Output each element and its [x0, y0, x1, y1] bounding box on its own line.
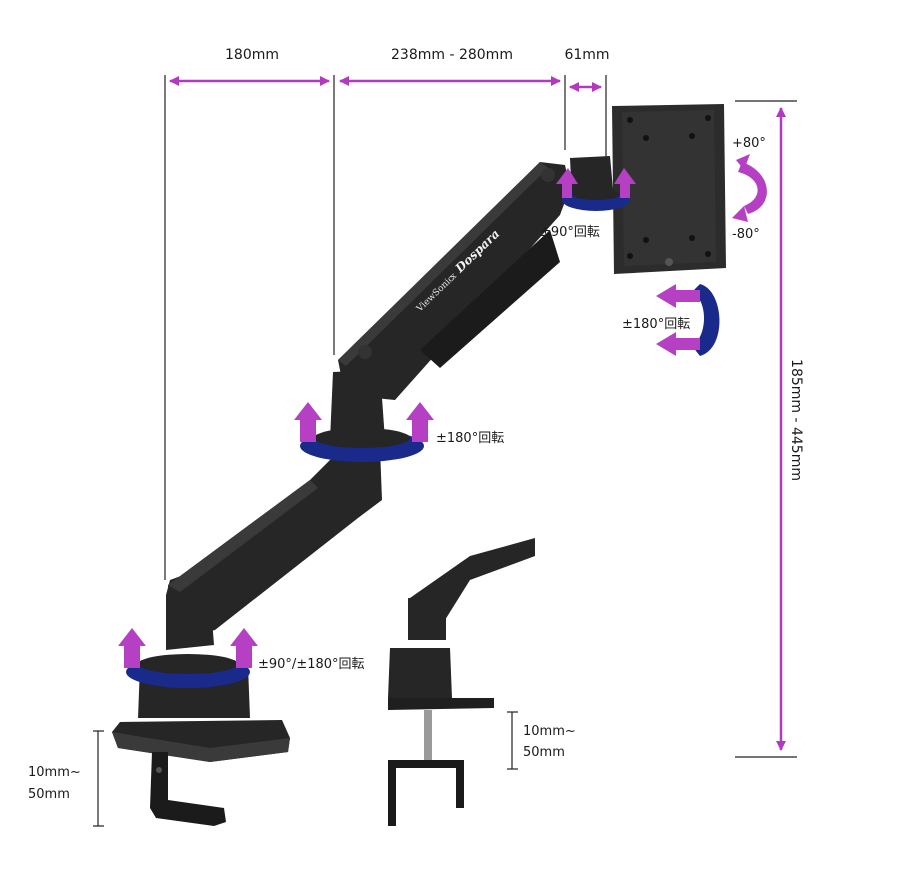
label-tilt-up: +80° [732, 136, 766, 151]
label-clamp-main-1: 10mm~ [28, 765, 81, 780]
label-height-range: 185mm - 445mm [788, 359, 804, 481]
label-lower-arm-length: 180mm [225, 47, 279, 63]
label-clamp-main-2: 50mm [28, 787, 70, 802]
lower-arm [168, 445, 382, 640]
rotation-indicator-elbow [294, 402, 434, 462]
svg-text:x: x [448, 271, 459, 282]
label-clamp-inset-2: 50mm [523, 745, 565, 760]
rotation-indicator-base [118, 628, 258, 688]
tilt-indicator [732, 154, 767, 222]
guide-lines [93, 75, 797, 827]
clamp-jaw [150, 752, 226, 826]
label-screen-rotation: ±180°回転 [622, 317, 690, 332]
monitor-arm [112, 104, 726, 826]
label-base-rotation: ±90°/±180°回転 [258, 657, 365, 672]
label-upper-arm-length: 238mm - 280mm [391, 47, 513, 63]
label-mount-depth: 61mm [564, 47, 609, 63]
label-tilt-down: -80° [732, 227, 760, 242]
inset-clamp-view [388, 538, 535, 826]
upper-arm [338, 162, 570, 400]
dimension-arrows [169, 76, 786, 751]
rotation-indicator-screen [656, 284, 720, 356]
label-head-rotation: ±90°回転 [540, 225, 600, 240]
label-elbow-rotation: ±180°回転 [436, 431, 504, 446]
label-clamp-inset-1: 10mm~ [523, 724, 576, 739]
rotation-indicator-head [556, 168, 636, 211]
